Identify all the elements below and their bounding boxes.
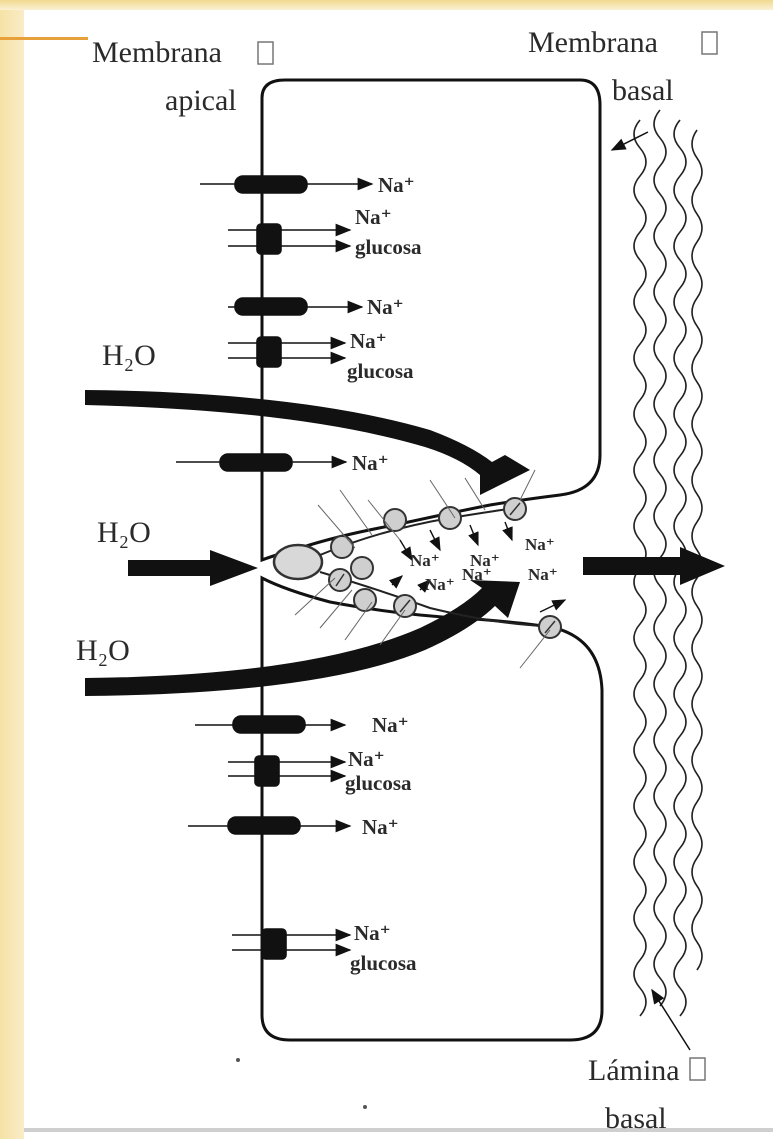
- box-glyph: [702, 32, 717, 54]
- na-label: Na⁺: [372, 713, 409, 737]
- lamina-basal-line2: basal: [605, 1102, 667, 1135]
- sglt-cotransporter: [262, 929, 286, 959]
- glucosa-label: glucosa: [355, 235, 422, 259]
- na-label: Na⁺: [528, 565, 558, 584]
- na-label: Na⁺: [362, 815, 399, 839]
- h2o-label-top: H₂O: [102, 339, 156, 372]
- speck: [236, 1058, 240, 1062]
- box-glyph: [690, 1058, 705, 1080]
- tight-junction: [274, 545, 322, 579]
- na-label: Na⁺: [525, 535, 555, 554]
- h2o-label-bottom: H₂O: [76, 634, 130, 667]
- na-label: Na⁺: [378, 173, 415, 197]
- water-flow-arrow-top: [85, 390, 530, 495]
- upper-cell-outline: [262, 80, 600, 560]
- na-channel: [233, 716, 305, 733]
- na-channel: [228, 817, 300, 834]
- na-label: Na⁺: [350, 329, 387, 353]
- na-label: Na⁺: [410, 551, 440, 570]
- water-flow-arrow-mid-left: [128, 550, 258, 586]
- sglt-cotransporter: [257, 224, 281, 254]
- membrana-apical-line2: apical: [165, 84, 237, 117]
- na-channel: [235, 298, 307, 315]
- glucosa-label: glucosa: [345, 771, 412, 795]
- na-channel: [220, 454, 292, 471]
- membrana-apical-line1: Membrana: [92, 36, 222, 69]
- glucosa-label: glucosa: [350, 951, 417, 975]
- lower-cell-outline: [262, 578, 602, 1040]
- water-flow-arrow-bottom: [85, 580, 520, 696]
- na-label: Na⁺: [462, 565, 492, 584]
- na-label: Na⁺: [348, 747, 385, 771]
- basal-lamina-pointer: [652, 990, 690, 1050]
- sglt-cotransporter: [257, 337, 281, 367]
- na-label: Na⁺: [367, 295, 404, 319]
- lamina-basal-line1: Lámina: [588, 1054, 680, 1087]
- na-label: Na⁺: [352, 451, 389, 475]
- glucosa-label: glucosa: [347, 359, 414, 383]
- na-label: Na⁺: [355, 205, 392, 229]
- sglt-cotransporter: [255, 756, 279, 786]
- speck: [363, 1105, 367, 1109]
- na-label: Na⁺: [425, 575, 455, 594]
- h2o-label-mid: H₂O: [97, 516, 151, 549]
- na-label: Na⁺: [354, 921, 391, 945]
- box-glyph: [258, 42, 273, 64]
- na-channel: [235, 176, 307, 193]
- water-flow-arrow-right: [583, 547, 725, 585]
- basal-membrane-pointer: [612, 132, 648, 150]
- membrana-basal-line1: Membrana: [528, 26, 658, 59]
- membrana-basal-line2: basal: [612, 74, 674, 107]
